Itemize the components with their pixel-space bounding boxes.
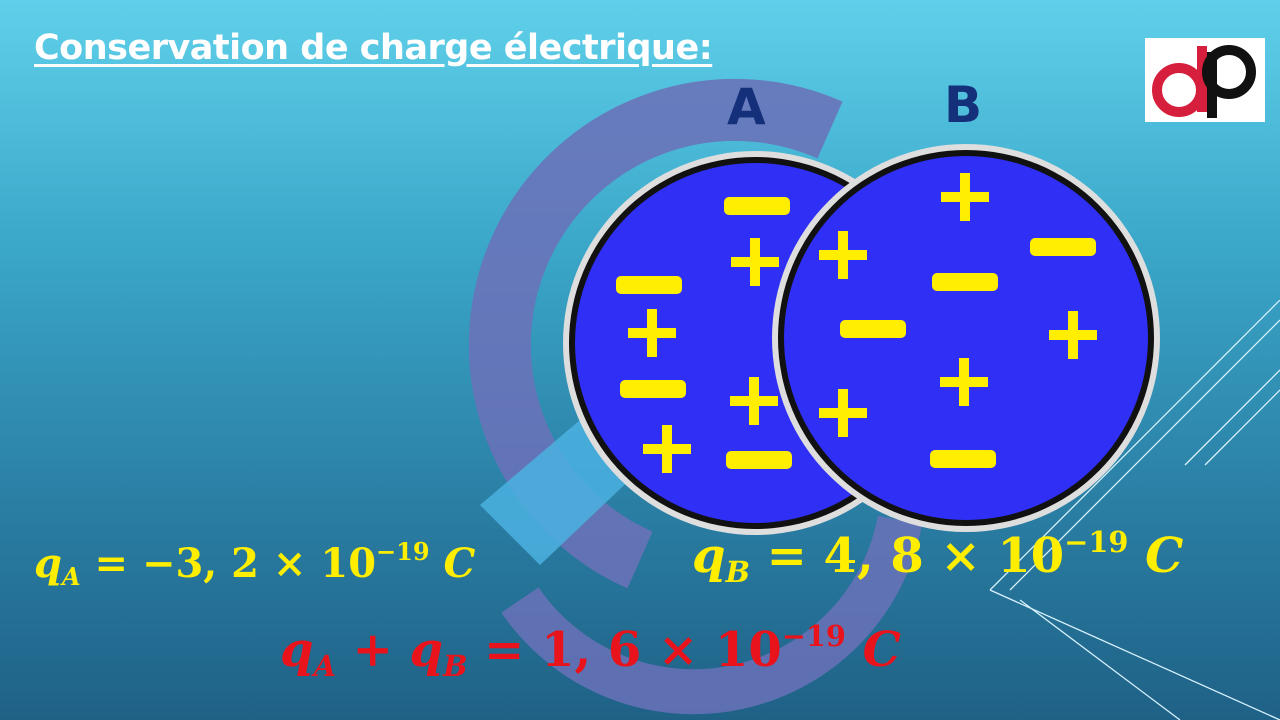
minus-charge	[726, 451, 792, 469]
equation-body: = 4, 8 × 10	[749, 528, 1065, 584]
plus-charge	[819, 389, 867, 437]
plus-charge	[1049, 311, 1097, 359]
symbol-q: q	[280, 622, 314, 678]
exponent: −19	[376, 537, 430, 567]
subscript-a: A	[61, 562, 81, 592]
symbol-q: q	[409, 622, 444, 678]
subscript-b: B	[725, 555, 750, 590]
plus-charge	[643, 425, 691, 473]
unit: C	[845, 622, 901, 678]
minus-charge	[620, 380, 686, 398]
minus-charge	[724, 197, 790, 215]
equation-body: = −3, 2 × 10	[80, 540, 377, 587]
exponent: −19	[781, 618, 846, 653]
background-ring-lower	[501, 515, 923, 715]
symbol-q: q	[692, 528, 726, 584]
minus-charge	[1030, 238, 1096, 256]
plus-charge	[941, 173, 989, 221]
total-charge-equation: qA + qB = 1, 6 × 10−19 C	[280, 618, 901, 683]
sphere-a-label: A	[727, 78, 766, 136]
brand-logo	[1145, 38, 1265, 122]
symbol-q: q	[34, 540, 62, 587]
charge-b-equation: qB = 4, 8 × 10−19 C	[692, 524, 1184, 589]
unit: C	[1128, 528, 1184, 584]
plus-charge	[940, 358, 988, 406]
plus-charge	[730, 377, 778, 425]
charges-sphere-b	[819, 173, 1097, 468]
plus-charge	[819, 231, 867, 279]
sphere-b-label: B	[944, 76, 983, 134]
unit: C	[429, 540, 476, 587]
minus-charge	[616, 276, 682, 294]
equation-body: = 1, 6 × 10	[467, 622, 782, 678]
decorative-lines	[989, 300, 1280, 720]
minus-charge	[840, 320, 906, 338]
plus-charge	[731, 238, 779, 286]
charges-sphere-a	[616, 197, 792, 473]
charge-a-equation: qA = −3, 2 × 10−19 C	[34, 537, 476, 591]
exponent: −19	[1064, 524, 1129, 559]
minus-charge	[930, 450, 996, 468]
subscript-b: B	[443, 649, 468, 684]
subscript-a: A	[313, 649, 336, 684]
plus-charge	[628, 309, 676, 357]
minus-charge	[932, 273, 998, 291]
plus-sign: +	[335, 622, 410, 678]
slide-title: Conservation de charge électrique:	[34, 28, 713, 68]
